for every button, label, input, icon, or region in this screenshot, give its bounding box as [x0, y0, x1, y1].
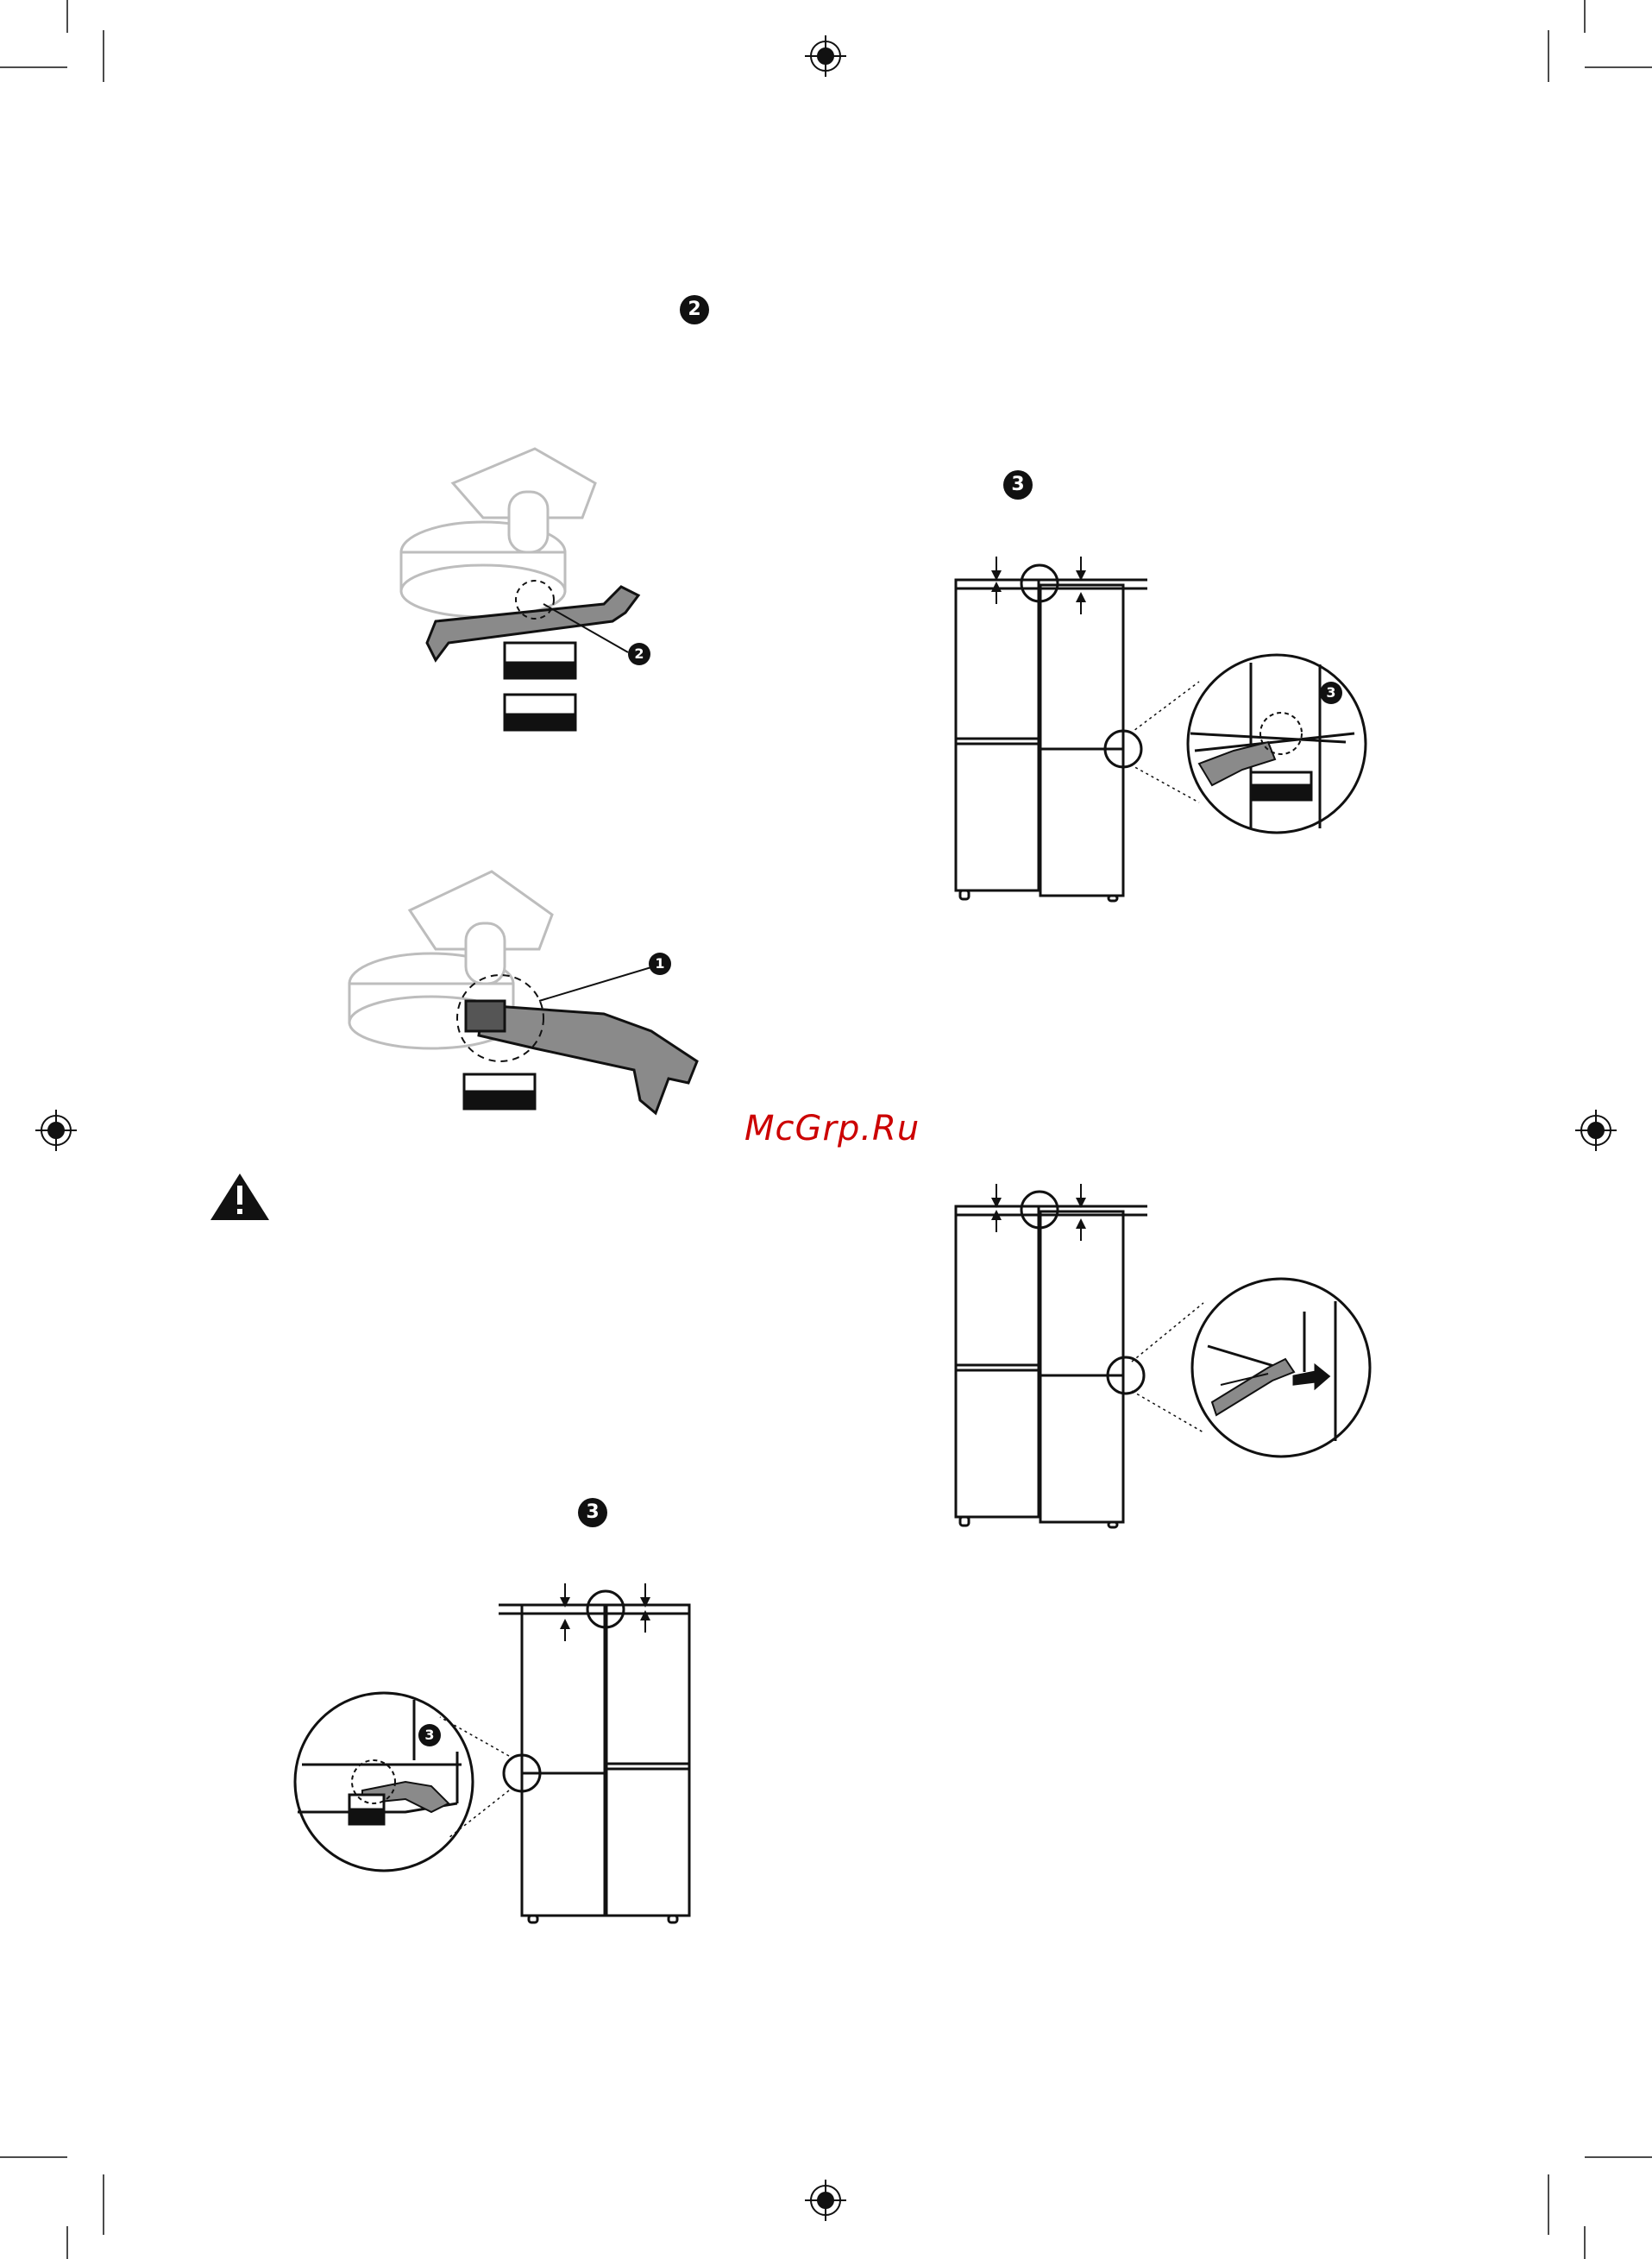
zoom-callout-3-badge: 3: [1320, 682, 1342, 704]
zoom-callout-3-badge-left: 3: [418, 1724, 441, 1746]
warning-triangle-icon: [210, 1174, 269, 1220]
callout-1-leader-badge: 1: [649, 953, 671, 975]
fridge-diagram-right-top: [956, 557, 1366, 901]
step-3-badge-left: 3: [578, 1498, 607, 1527]
fridge-diagram-left-bottom: [295, 1583, 689, 1922]
foot-base: [505, 643, 575, 730]
callout-2-leader-badge: 2: [628, 643, 650, 665]
watermark-text: McGrp.Ru: [744, 1109, 920, 1148]
step-2-badge: 2: [680, 295, 709, 324]
leveling-foot-illustration-a: [401, 449, 638, 730]
leveling-foot-illustration-b: [349, 872, 697, 1113]
pliers-icon: [1212, 1359, 1294, 1415]
fridge-diagram-right-bottom: [956, 1184, 1370, 1527]
step-3-badge: 3: [1003, 470, 1033, 500]
